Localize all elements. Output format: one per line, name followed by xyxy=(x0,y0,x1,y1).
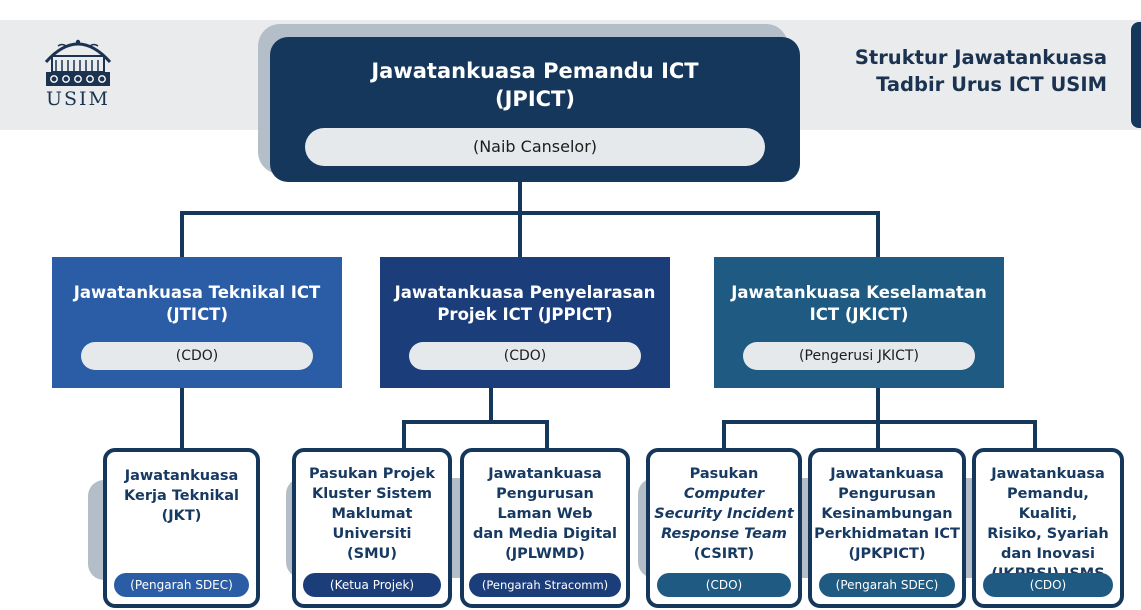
jkict-title-line-1: Jawatankuasa Keselamatan xyxy=(731,283,987,302)
leaf-jkprsi-title: Jawatankuasa Pemandu, Kualiti, Risiko, S… xyxy=(976,464,1120,584)
connector-to-jplwmd xyxy=(545,420,549,450)
leaf-jplwmd-line-3: Laman Web xyxy=(497,506,593,522)
leaf-smu-line-1: Pasukan Projek xyxy=(309,466,435,482)
leaf-jkt-line-1: Jawatankuasa xyxy=(124,468,239,484)
leaf-csirt-line-3: Security Incident xyxy=(654,506,794,522)
connector-to-csirt xyxy=(722,420,726,450)
connector-jtict-jkt xyxy=(180,386,184,450)
leaf-jpkpict-line-3: Kesinambungan xyxy=(821,506,953,522)
jppict-title: Jawatankuasa Penyelarasan Projek ICT (JP… xyxy=(395,282,656,326)
jppict-role-pill: (CDO) xyxy=(409,342,641,370)
leaf-smu-title: Pasukan Projek Kluster Sistem Maklumat U… xyxy=(296,464,448,564)
connector-to-jpkpict xyxy=(876,420,880,450)
jpict-title: Jawatankuasa Pemandu ICT (JPICT) xyxy=(371,57,698,113)
leaf-csirt: Pasukan Computer Security Incident Respo… xyxy=(646,448,802,608)
connector-to-jkprsi xyxy=(1033,420,1037,450)
jkict-role-pill: (Pengerusi JKICT) xyxy=(743,342,975,370)
jkict-title-line-2: ICT (JKICT) xyxy=(809,305,909,324)
jpict-role-pill: (Naib Canselor) xyxy=(305,128,765,166)
jppict-title-line-1: Jawatankuasa Penyelarasan xyxy=(394,283,656,302)
page-title-line-1: Struktur Jawatankuasa xyxy=(854,46,1107,69)
leaf-csirt-line-4: Response Team xyxy=(661,526,787,542)
leaf-jkprsi-line-2: Pemandu, Kualiti, xyxy=(1007,486,1089,522)
side-tab xyxy=(1131,22,1141,128)
page-title: Struktur Jawatankuasa Tadbir Urus ICT US… xyxy=(855,44,1107,98)
usim-logo-icon xyxy=(44,39,112,86)
connector-level1-horizontal xyxy=(180,211,880,215)
leaf-jpkpict-line-2: Pengurusan xyxy=(838,486,936,502)
leaf-jpkpict-role-pill: (Pengarah SDEC) xyxy=(819,573,955,597)
leaf-jplwmd: Jawatankuasa Pengurusan Laman Web dan Me… xyxy=(460,448,630,608)
leaf-jpkpict-line-4: Perkhidmatan ICT xyxy=(814,526,960,542)
jtict-title-line-2: (JTICT) xyxy=(166,305,228,324)
leaf-jkprsi-line-4: dan Inovasi xyxy=(1000,546,1096,562)
leaf-csirt-line-5: (CSIRT) xyxy=(693,546,755,562)
connector-to-jtict xyxy=(180,211,184,258)
leaf-jpkpict-line-5: (JPKPICT) xyxy=(848,546,926,562)
jtict-box: Jawatankuasa Teknikal ICT (JTICT) (CDO) xyxy=(52,257,342,388)
leaf-jkprsi-line-3: Risiko, Syariah xyxy=(987,526,1109,542)
leaf-csirt-role-pill: (CDO) xyxy=(657,573,791,597)
leaf-jkt-line-3: (JKT) xyxy=(161,508,202,524)
leaf-smu-line-5: (SMU) xyxy=(347,546,397,562)
jpict-title-line-2: (JPICT) xyxy=(495,87,575,111)
leaf-smu-line-2: Kluster Sistem xyxy=(311,486,433,502)
leaf-jkprsi-line-1: Jawatankuasa xyxy=(991,466,1105,482)
jpict-title-line-1: Jawatankuasa Pemandu ICT xyxy=(371,59,699,83)
leaf-csirt-line-2: Computer xyxy=(683,486,765,502)
jtict-title-line-1: Jawatankuasa Teknikal ICT xyxy=(73,283,321,302)
jkict-title: Jawatankuasa Keselamatan ICT (JKICT) xyxy=(731,282,987,326)
leaf-jpkpict: Jawatankuasa Pengurusan Kesinambungan Pe… xyxy=(808,448,966,608)
leaf-jplwmd-line-1: Jawatankuasa xyxy=(488,466,602,482)
jkict-box: Jawatankuasa Keselamatan ICT (JKICT) (Pe… xyxy=(714,257,1004,388)
leaf-csirt-line-1: Pasukan xyxy=(689,466,759,482)
jppict-box: Jawatankuasa Penyelarasan Projek ICT (JP… xyxy=(380,257,670,388)
jppict-title-line-2: Projek ICT (JPPICT) xyxy=(437,305,613,324)
leaf-smu: Pasukan Projek Kluster Sistem Maklumat U… xyxy=(292,448,452,608)
leaf-jplwmd-line-5: (JPLWMD) xyxy=(505,546,585,562)
leaf-csirt-title: Pasukan Computer Security Incident Respo… xyxy=(650,464,798,564)
connector-jppict-stem xyxy=(489,386,493,422)
leaf-smu-role-pill: (Ketua Projek) xyxy=(303,573,441,597)
leaf-jkt-role-pill: (Pengarah SDEC) xyxy=(114,573,249,597)
leaf-jpkpict-title: Jawatankuasa Pengurusan Kesinambungan Pe… xyxy=(812,464,962,564)
leaf-jplwmd-line-2: Pengurusan xyxy=(496,486,594,502)
page-title-line-2: Tadbir Urus ICT USIM xyxy=(876,73,1107,96)
leaf-smu-line-3: Maklumat xyxy=(331,506,413,522)
jpict-box: Jawatankuasa Pemandu ICT (JPICT) (Naib C… xyxy=(270,37,800,182)
leaf-jkt-title: Jawatankuasa Kerja Teknikal (JKT) xyxy=(107,466,256,526)
connector-jppict-horizontal xyxy=(402,420,549,424)
jtict-title: Jawatankuasa Teknikal ICT (JTICT) xyxy=(74,282,321,326)
jtict-role-pill: (CDO) xyxy=(81,342,313,370)
leaf-jkt: Jawatankuasa Kerja Teknikal (JKT) (Penga… xyxy=(103,448,260,608)
connector-to-jppict xyxy=(518,211,522,258)
leaf-jplwmd-line-4: dan Media Digital xyxy=(472,526,618,542)
leaf-jkt-line-2: Kerja Teknikal xyxy=(124,488,239,504)
connector-top-stem xyxy=(518,175,522,213)
logo-wordmark: USIM xyxy=(46,88,110,110)
connector-to-smu xyxy=(402,420,406,450)
leaf-jkprsi-role-pill: (CDO) xyxy=(983,573,1113,597)
leaf-jkprsi: Jawatankuasa Pemandu, Kualiti, Risiko, S… xyxy=(972,448,1124,608)
leaf-jpkpict-line-1: Jawatankuasa xyxy=(830,466,944,482)
leaf-smu-line-4: Universiti xyxy=(332,526,412,542)
leaf-jplwmd-title: Jawatankuasa Pengurusan Laman Web dan Me… xyxy=(464,464,626,564)
connector-jkict-stem xyxy=(876,386,880,422)
leaf-jplwmd-role-pill: (Pengarah Stracomm) xyxy=(469,573,621,597)
connector-to-jkict xyxy=(876,211,880,258)
